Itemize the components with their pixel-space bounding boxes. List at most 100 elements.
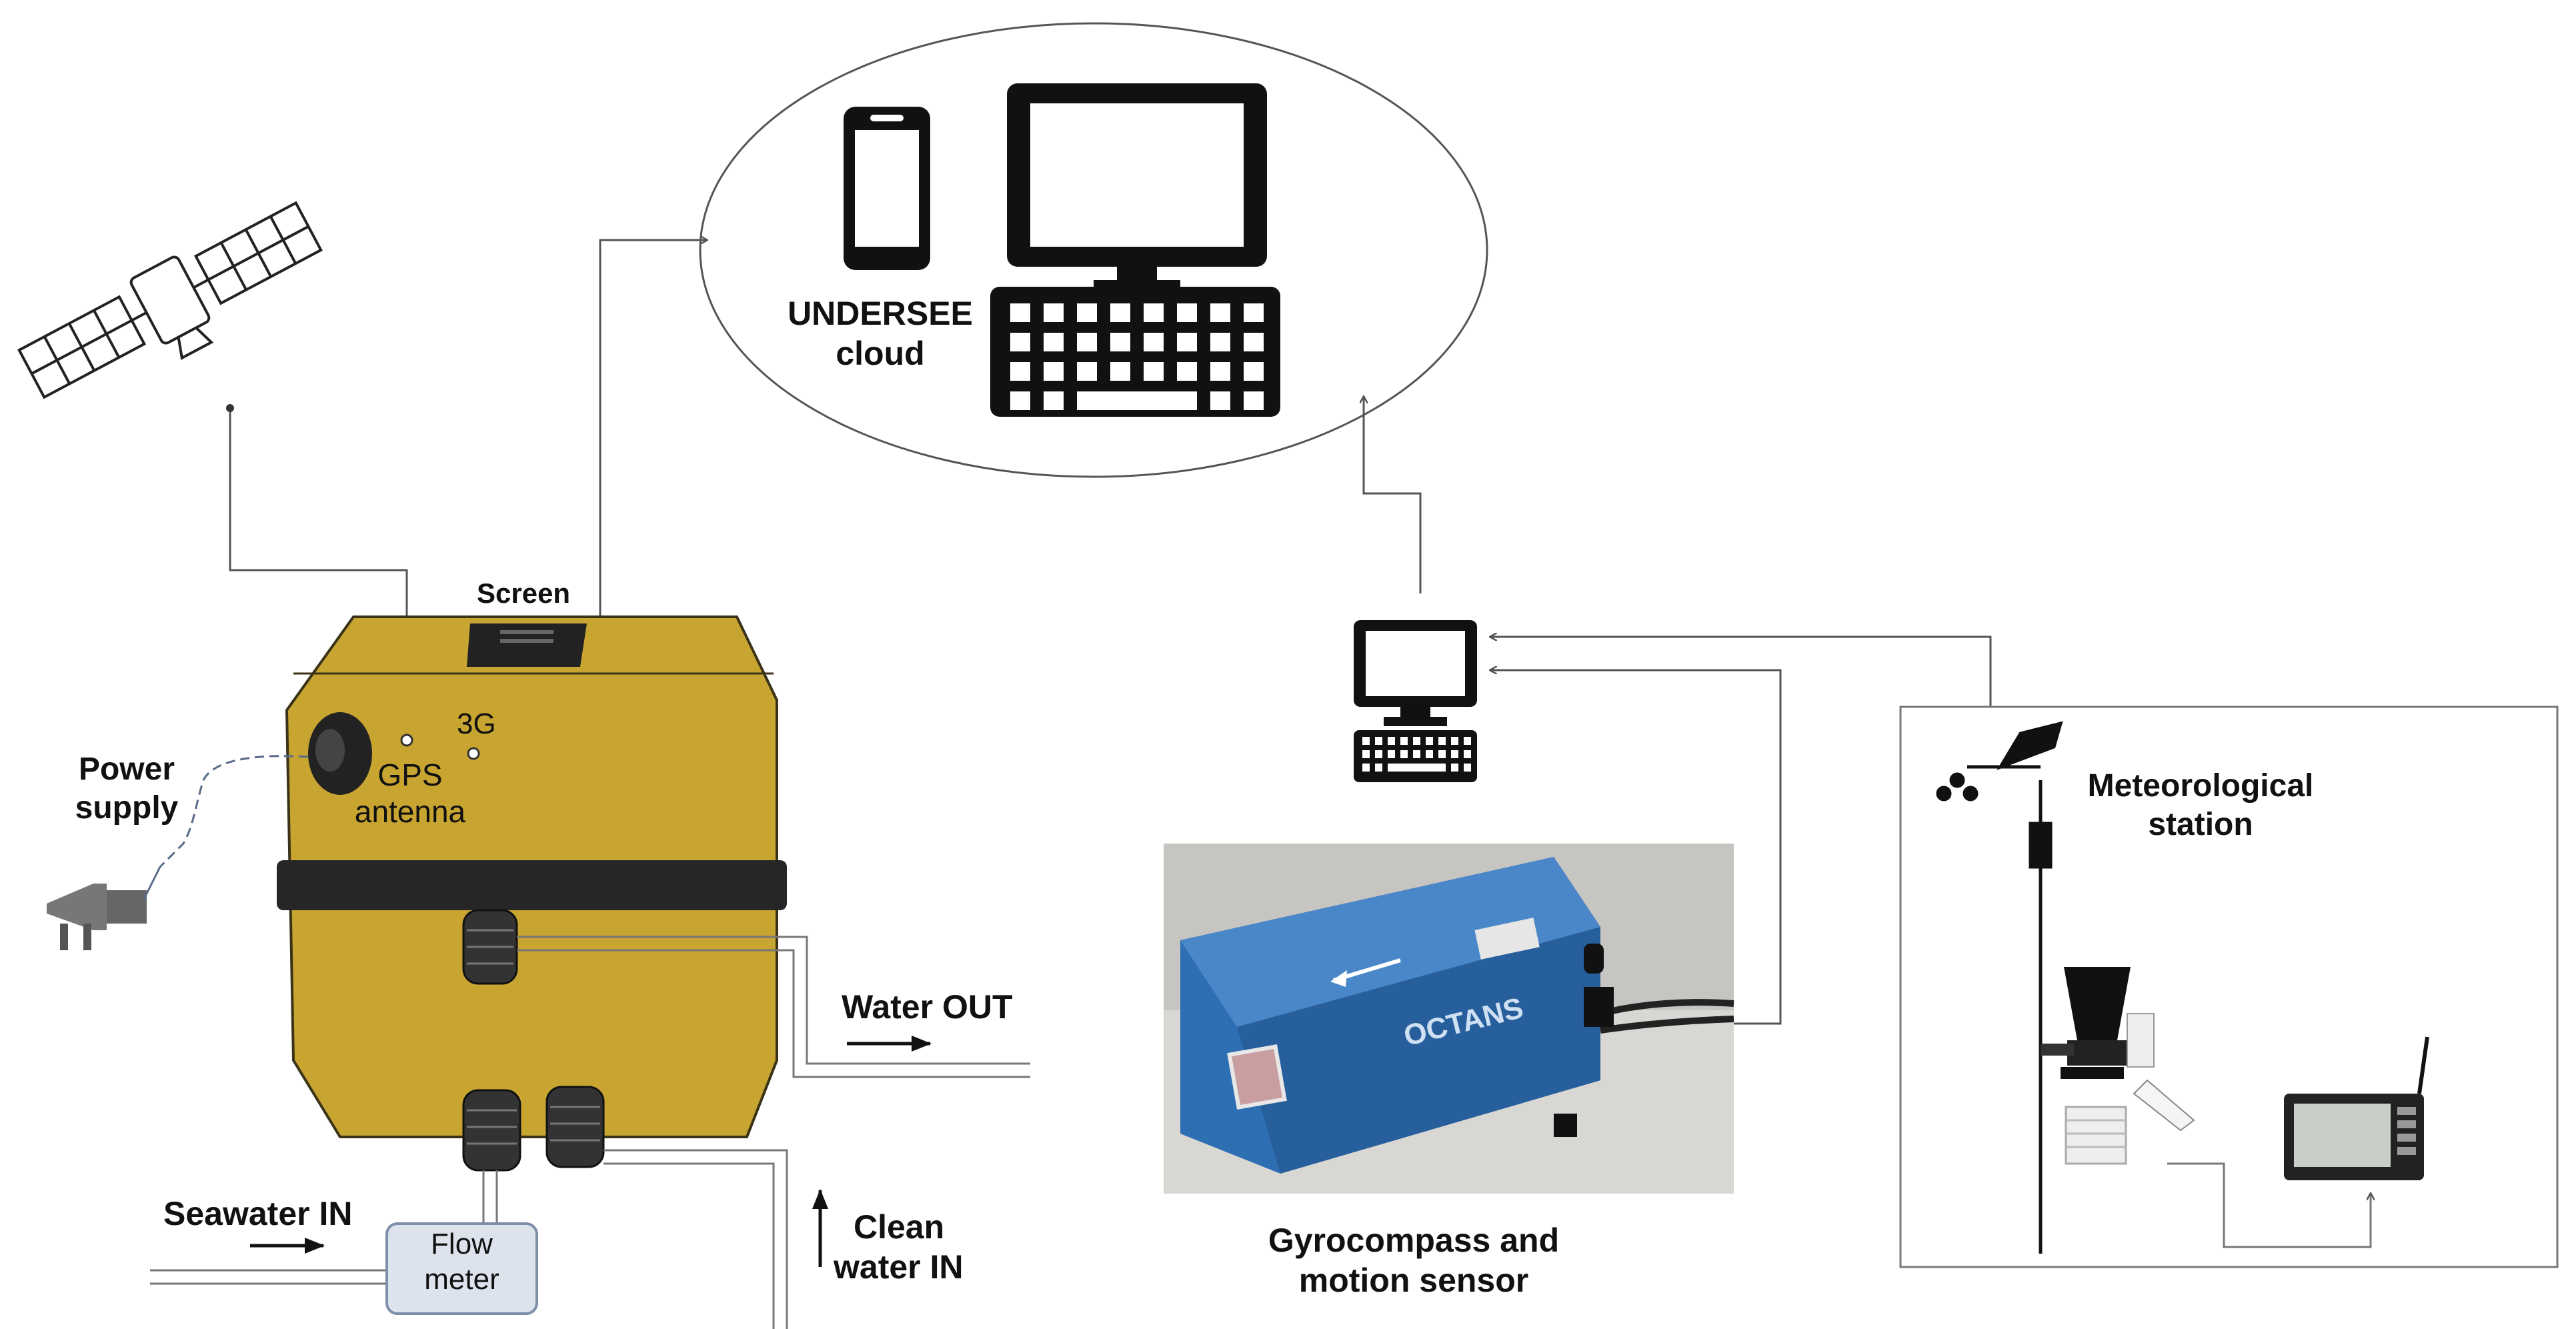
keyboard-key	[1177, 333, 1197, 351]
weather-console-icon	[2284, 1036, 2429, 1180]
sensor-shield-icon	[2061, 1013, 2195, 1165]
keyboard-key	[1451, 737, 1458, 745]
local-computer-icon	[1354, 620, 1477, 782]
screen-panel	[467, 623, 587, 667]
keyboard-key	[1375, 737, 1382, 745]
keyboard-key	[1464, 764, 1471, 772]
seawater-pipe	[150, 1170, 498, 1285]
gyrocompass-label: Gyrocompass and motion sensor	[1240, 1220, 1587, 1300]
seawater-in-connector	[462, 1089, 521, 1172]
power-connector	[308, 712, 372, 795]
undersee-housing	[277, 615, 787, 1138]
power-supply-label-line2: supply	[75, 790, 179, 826]
weather-vane-icon	[1936, 721, 2063, 1254]
keyboard-key	[1144, 362, 1164, 381]
clean-water-pipe	[603, 1149, 788, 1329]
keyboard-key	[1362, 764, 1370, 772]
power-cable	[159, 755, 309, 868]
rain-gauge-icon	[2041, 967, 2131, 1066]
water-out-pipe	[517, 936, 1030, 1078]
keyboard-key	[1077, 303, 1097, 322]
meteorological-station-label-line2: station	[2148, 806, 2253, 842]
keyboard-key	[1210, 303, 1230, 322]
keyboard-key	[1244, 362, 1264, 381]
clean-water-label-line2: water IN	[834, 1248, 964, 1286]
meteorological-station-label-line1: Meteorological	[2087, 768, 2314, 804]
flow-meter-label-line1: Flow	[431, 1228, 493, 1260]
keyboard-key	[1044, 362, 1064, 381]
keyboard-key	[1244, 333, 1264, 351]
keyboard-key	[1426, 737, 1433, 745]
met-to-pc-line	[1490, 637, 1992, 707]
keyboard-key	[1362, 750, 1370, 758]
clean-water-connector	[545, 1086, 605, 1168]
keyboard-key	[1464, 750, 1471, 758]
gps-antenna-label-line2: antenna	[354, 794, 466, 830]
keyboard-spacebar	[1077, 391, 1197, 410]
desktop-computer-icon	[1007, 83, 1267, 295]
keyboard-icon	[990, 287, 1280, 417]
keyboard-key	[1413, 737, 1420, 745]
meteorological-station-frame	[1899, 706, 2559, 1268]
satellite-icon	[17, 201, 323, 399]
keyboard-key	[1244, 303, 1264, 322]
3g-label: 3G	[457, 708, 496, 740]
3g-port	[467, 747, 480, 760]
keyboard-key	[1044, 333, 1064, 351]
water-out-connector	[462, 909, 518, 985]
water-out-label: Water OUT	[842, 988, 1013, 1026]
keyboard-key	[1388, 750, 1395, 758]
plug-icon	[47, 866, 161, 950]
keyboard-key	[1177, 362, 1197, 381]
keyboard-key	[1077, 333, 1097, 351]
gyrocompass-label-line2: motion sensor	[1298, 1262, 1529, 1299]
keyboard-key	[1426, 750, 1433, 758]
clean-water-label: Clean water IN	[834, 1207, 964, 1287]
flow-meter-label-line2: meter	[424, 1262, 499, 1296]
pc-to-cloud-line	[1364, 397, 1422, 593]
keyboard-key	[1210, 391, 1230, 410]
undersee-cloud-label-line2: cloud	[836, 335, 925, 372]
keyboard-key	[1451, 750, 1458, 758]
power-supply-label-line1: Power	[78, 752, 175, 787]
clean-water-label-line1: Clean	[854, 1208, 945, 1246]
flow-meter-box	[385, 1222, 538, 1315]
gyrocompass-label-line1: Gyrocompass and	[1268, 1222, 1560, 1259]
keyboard-key	[1210, 333, 1230, 351]
keyboard-key	[1010, 362, 1030, 381]
gyrocompass-photo	[1164, 844, 1734, 1194]
keyboard-key	[1110, 362, 1130, 381]
keyboard-key	[1010, 333, 1030, 351]
keyboard-key	[1400, 750, 1408, 758]
keyboard-key	[1110, 303, 1130, 322]
keyboard-key	[1210, 362, 1230, 381]
gps-antenna-label: GPS antenna	[340, 757, 480, 830]
undersee-cloud-label-line1: UNDERSEE	[788, 295, 973, 332]
keyboard-key	[1413, 750, 1420, 758]
keyboard-key	[1144, 303, 1164, 322]
keyboard-key	[1375, 764, 1382, 772]
undersee-cloud-label: UNDERSEE cloud	[787, 293, 974, 373]
keyboard-key	[1244, 391, 1264, 410]
keyboard-key	[1010, 303, 1030, 322]
meteorological-station-label: Meteorological station	[2054, 767, 2347, 844]
keyboard-key	[1400, 737, 1408, 745]
keyboard-key	[1010, 391, 1030, 410]
keyboard-key	[1464, 737, 1471, 745]
smartphone-icon	[844, 107, 930, 270]
keyboard-key	[1375, 750, 1382, 758]
flow-meter-label: Flow meter	[387, 1227, 537, 1298]
keyboard-key	[1177, 303, 1197, 322]
screen-label: Screen	[477, 577, 571, 609]
gps-antenna-label-line1: GPS	[377, 758, 443, 792]
keyboard-key	[1388, 737, 1395, 745]
keyboard-key	[1438, 737, 1446, 745]
keyboard-key	[1362, 737, 1370, 745]
seawater-in-label: Seawater IN	[163, 1195, 353, 1232]
keyboard-key	[1438, 750, 1446, 758]
keyboard-key	[1144, 333, 1164, 351]
cloud-ellipse	[699, 22, 1488, 478]
keyboard-key	[1044, 303, 1064, 322]
keyboard-key	[1110, 333, 1130, 351]
